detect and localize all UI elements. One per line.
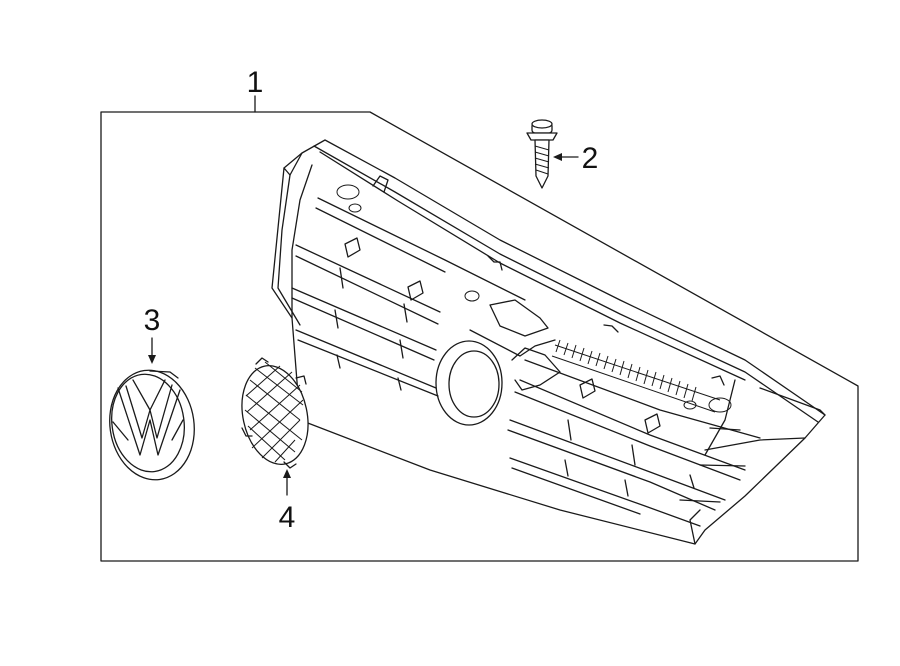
- emblem-part: [109, 369, 195, 481]
- callout-1: 1: [247, 66, 264, 113]
- callout-2-label: 2: [582, 142, 599, 175]
- grille-part: [271, 139, 826, 545]
- grille-hatch: [551, 339, 721, 413]
- screw-part: [526, 119, 558, 189]
- callout-3-label: 3: [144, 304, 161, 337]
- callout-4: 4: [279, 469, 296, 534]
- callout-4-label: 4: [279, 501, 296, 534]
- mesh-insert-part: [241, 357, 309, 469]
- callout-1-label: 1: [247, 66, 264, 99]
- callout-3: 3: [144, 304, 161, 364]
- callout-2: 2: [553, 142, 598, 175]
- assembly-frame: [100, 111, 859, 562]
